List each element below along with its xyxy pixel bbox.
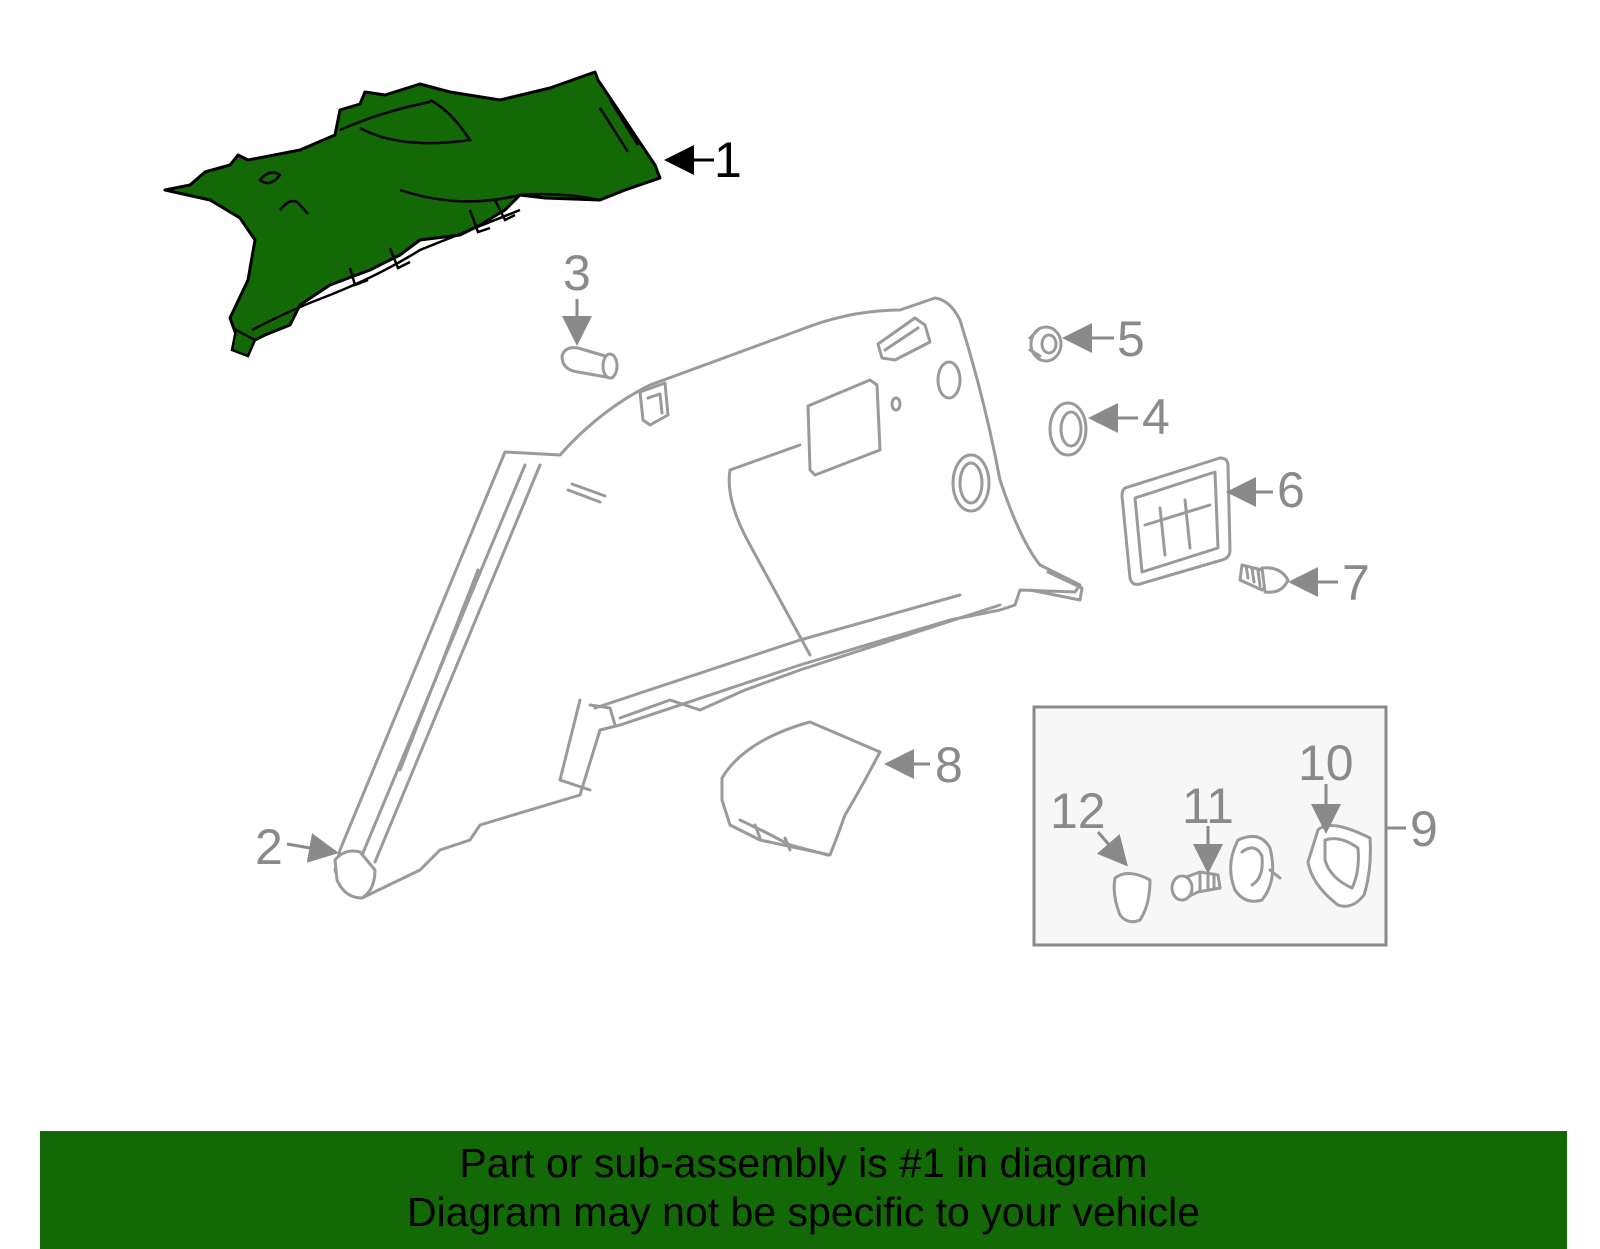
callout-9: 9 [1410, 801, 1438, 857]
part-7-screw[interactable] [1238, 563, 1290, 594]
notice-banner: Part or sub-assembly is #1 in diagram Di… [40, 1131, 1567, 1249]
callout-8: 8 [935, 737, 963, 793]
callout-3: 3 [563, 245, 591, 301]
callout-2: 2 [255, 819, 283, 875]
callout-4: 4 [1142, 389, 1170, 445]
parts-diagram: 1 2 3 4 5 6 7 8 9 10 11 12 [163, 70, 1438, 947]
callout-5: 5 [1117, 311, 1145, 367]
callout-6: 6 [1277, 462, 1305, 518]
callout-1: 1 [714, 132, 742, 188]
part-2-lower-trim-panel[interactable] [333, 296, 1084, 900]
callout-7: 7 [1342, 555, 1370, 611]
part-8-cover[interactable] [720, 720, 882, 857]
part-6-handle-bezel[interactable] [1120, 456, 1232, 586]
part-3-cap[interactable] [560, 346, 619, 380]
part-4-grommet[interactable] [1048, 401, 1088, 457]
part-10-escutcheon[interactable] [1306, 824, 1372, 908]
banner-line-1: Part or sub-assembly is #1 in diagram [459, 1140, 1148, 1186]
leader-lines [286, 145, 1341, 874]
callout-11: 11 [1182, 778, 1234, 834]
callout-12: 12 [1050, 783, 1106, 839]
part-12-clip[interactable] [1112, 872, 1152, 924]
part-5-push-pin[interactable] [1028, 325, 1063, 363]
banner-line-2: Diagram may not be specific to your vehi… [406, 1189, 1200, 1235]
part-1-upper-trim-panel[interactable] [163, 70, 662, 358]
callout-10: 10 [1298, 735, 1354, 791]
